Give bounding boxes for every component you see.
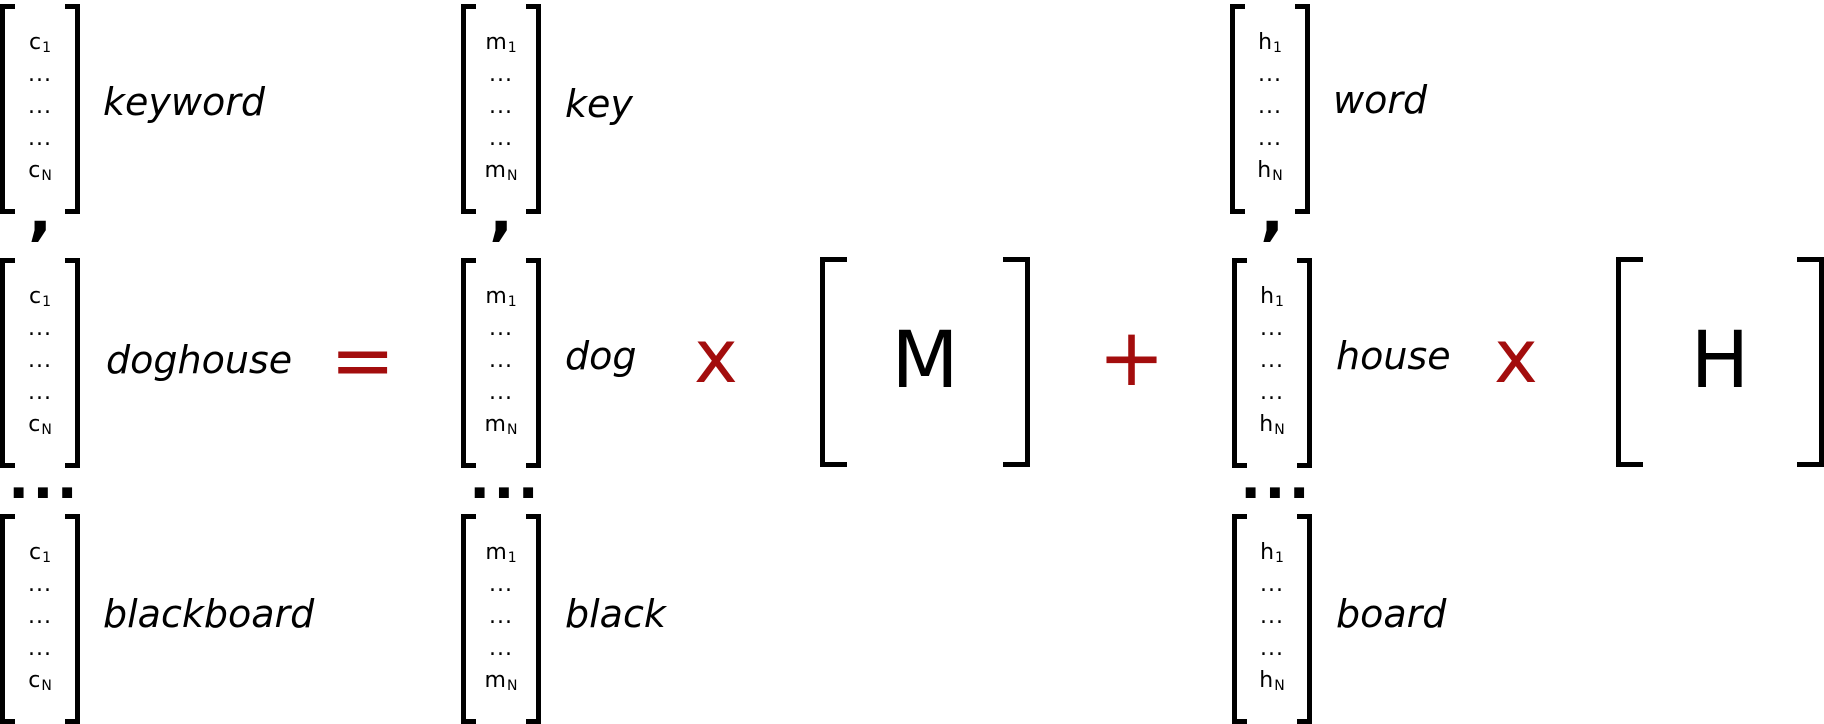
matrix-H: H: [1616, 257, 1824, 467]
entry-dots: ...: [1260, 604, 1284, 629]
comma: ,: [28, 175, 53, 249]
entry-dots: ...: [28, 636, 52, 661]
left-bracket: [461, 4, 476, 214]
left-bracket: [0, 4, 15, 214]
entry-dots: ...: [1258, 94, 1282, 119]
entry-first: h1: [1258, 30, 1282, 57]
entry-dots: ...: [1260, 572, 1284, 597]
word-house: house: [1336, 334, 1451, 378]
entry-dots: ...: [1260, 316, 1284, 341]
right-bracket: [65, 514, 80, 724]
entry-dots: ...: [489, 380, 513, 405]
left-bracket: [1230, 4, 1245, 214]
right-bracket: [1003, 257, 1030, 467]
ellipsis: ...: [1240, 447, 1313, 512]
right-bracket: [526, 258, 541, 468]
right-bracket: [65, 4, 80, 214]
vector-m-black: m1 ... ... ... mN: [461, 514, 541, 724]
times-operator: x: [1494, 314, 1538, 400]
entry-first: c1: [28, 30, 52, 57]
left-bracket: [0, 514, 15, 724]
left-bracket: [461, 258, 476, 468]
entry-dots: ...: [28, 380, 52, 405]
entry-dots: ...: [1260, 380, 1284, 405]
vector-c-keyword: c1 ... ... ... cN: [0, 4, 80, 214]
entry-dots: ...: [1260, 348, 1284, 373]
entry-last: hN: [1257, 158, 1283, 185]
word-doghouse: doghouse: [106, 338, 293, 382]
right-bracket: [1297, 258, 1312, 468]
vector-h-board: h1 ... ... ... hN: [1232, 514, 1312, 724]
right-bracket: [526, 4, 541, 214]
word-keyword: keyword: [103, 80, 265, 124]
right-bracket: [1295, 4, 1310, 214]
entry-dots: ...: [28, 348, 52, 373]
comma: ,: [1260, 175, 1285, 249]
comma: ,: [489, 175, 514, 249]
entry-first: m1: [485, 30, 517, 57]
entry-dots: ...: [489, 316, 513, 341]
entry-first: h1: [1260, 284, 1284, 311]
entry-first: m1: [485, 540, 517, 567]
word-key: key: [565, 82, 633, 126]
vector-h-house: h1 ... ... ... hN: [1232, 258, 1312, 468]
word-black: black: [565, 592, 666, 636]
vector-c-doghouse: c1 ... ... ... cN: [0, 258, 80, 468]
right-bracket: [526, 514, 541, 724]
left-bracket: [820, 257, 847, 467]
entry-dots: ...: [489, 94, 513, 119]
ellipsis: ...: [8, 447, 81, 512]
entry-last: hN: [1259, 412, 1285, 439]
equals-operator: =: [330, 316, 396, 406]
plus-operator: +: [1098, 311, 1166, 404]
right-bracket: [65, 258, 80, 468]
entry-last: mN: [484, 668, 518, 695]
matrix-symbol: M: [891, 316, 959, 406]
ellipsis: ...: [469, 447, 542, 512]
entry-dots: ...: [28, 62, 52, 87]
entry-dots: ...: [28, 126, 52, 151]
entry-dots: ...: [489, 348, 513, 373]
entry-dots: ...: [28, 604, 52, 629]
left-bracket: [1232, 258, 1247, 468]
right-bracket: [1297, 514, 1312, 724]
entry-last: hN: [1259, 668, 1285, 695]
entry-dots: ...: [28, 316, 52, 341]
vector-c-blackboard: c1 ... ... ... cN: [0, 514, 80, 724]
entry-last: mN: [484, 158, 518, 185]
word-word: word: [1333, 78, 1428, 122]
left-bracket: [1232, 514, 1247, 724]
matrix-symbol: H: [1690, 316, 1750, 406]
entry-last: cN: [28, 158, 52, 185]
word-board: board: [1336, 592, 1447, 636]
entry-last: cN: [28, 412, 52, 439]
word-blackboard: blackboard: [103, 592, 315, 636]
entry-dots: ...: [1260, 636, 1284, 661]
entry-first: m1: [485, 284, 517, 311]
vector-h-word: h1 ... ... ... hN: [1230, 4, 1310, 214]
entry-dots: ...: [489, 126, 513, 151]
entry-first: c1: [28, 540, 52, 567]
entry-dots: ...: [28, 94, 52, 119]
entry-dots: ...: [1258, 62, 1282, 87]
word-dog: dog: [565, 334, 637, 378]
left-bracket: [461, 514, 476, 724]
vector-m-dog: m1 ... ... ... mN: [461, 258, 541, 468]
left-bracket: [0, 258, 15, 468]
entry-first: c1: [28, 284, 52, 311]
left-bracket: [1616, 257, 1643, 467]
entry-dots: ...: [489, 604, 513, 629]
entry-last: mN: [484, 412, 518, 439]
entry-dots: ...: [489, 62, 513, 87]
vector-m-key: m1 ... ... ... mN: [461, 4, 541, 214]
entry-first: h1: [1260, 540, 1284, 567]
matrix-M: M: [820, 257, 1030, 467]
entry-dots: ...: [489, 572, 513, 597]
entry-dots: ...: [1258, 126, 1282, 151]
times-operator: x: [694, 314, 738, 400]
entry-dots: ...: [489, 636, 513, 661]
entry-last: cN: [28, 668, 52, 695]
right-bracket: [1797, 257, 1824, 467]
entry-dots: ...: [28, 572, 52, 597]
